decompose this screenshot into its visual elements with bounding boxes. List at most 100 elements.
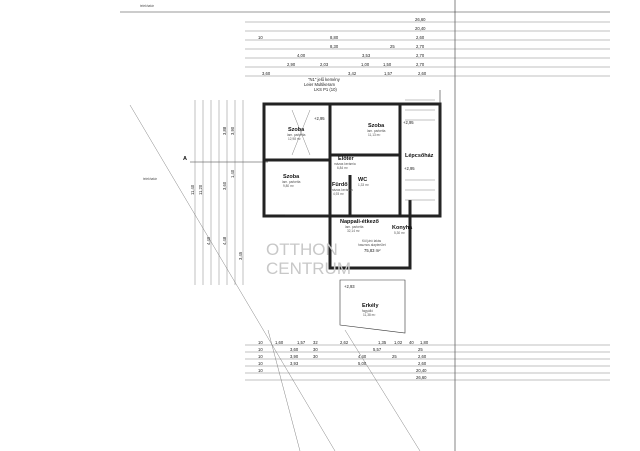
- dimension-label: 4,00: [297, 53, 306, 58]
- dimension-label: 3,60: [222, 181, 227, 190]
- dimension-label: 10: [258, 354, 263, 359]
- dimension-label: 1,35: [378, 340, 387, 345]
- dimension-label: 75,83 m²: [364, 248, 381, 253]
- dimension-label: 1,57: [384, 71, 393, 76]
- dimension-label: 2,60: [418, 361, 427, 366]
- dimension-label: 8,80: [330, 35, 339, 40]
- dimension-label: 3,88: [222, 126, 227, 135]
- dimension-label: 3,90: [230, 126, 235, 135]
- dimension-label: 40: [409, 340, 414, 345]
- left-dimensions: 11,40 11,20 3,88 3,90 3,60 1,40 4,40 4,4…: [190, 100, 244, 285]
- level-mark: +2,95: [314, 116, 325, 121]
- watermark: CENTRUM: [266, 259, 351, 278]
- dimension-label: 1,57: [297, 340, 306, 345]
- dimension-label: 10: [258, 361, 263, 366]
- dimension-label: 26,60: [415, 17, 426, 22]
- dimension-label: 1,60: [275, 340, 284, 345]
- dimension-label: 9,80 m²: [283, 184, 294, 188]
- dimension-label: 5,30 m²: [394, 231, 405, 235]
- wall-note: "N1" jelű kemény: [308, 77, 341, 82]
- dimension-label: 10: [258, 35, 263, 40]
- level-mark: +2,93: [344, 284, 355, 289]
- dimension-label: 11,38 m²: [363, 313, 375, 317]
- dimension-label: 3,45: [238, 251, 243, 260]
- dimension-label: 10: [258, 368, 263, 373]
- dimension-label: 2,60: [418, 71, 427, 76]
- dimension-label: 10: [258, 347, 263, 352]
- dimension-label: 2,62: [340, 340, 349, 345]
- section-marker: A: [183, 156, 187, 162]
- dimension-label: mázas kerámia: [331, 188, 353, 192]
- dimension-label: 1,00: [361, 62, 370, 67]
- dimension-label: 2,70: [416, 62, 425, 67]
- dimension-label: hasznos alapterület: [358, 243, 386, 247]
- dimension-label: 26,60: [416, 375, 427, 380]
- dimension-label: 10: [258, 340, 263, 345]
- dimension-label: Fürdő: [332, 182, 348, 188]
- dimension-label: Erkély: [362, 303, 379, 309]
- dimension-label: 2,90: [287, 62, 296, 67]
- dimension-label: 32: [313, 340, 318, 345]
- dimension-label: 2,60: [418, 354, 427, 359]
- dimension-label: 3,53: [362, 53, 371, 58]
- dimension-label: 11,13 m²: [368, 133, 380, 137]
- balcony-outline: [339, 279, 406, 334]
- dimension-label: 8,30: [330, 44, 339, 49]
- dimension-label: lam. parketta: [345, 225, 364, 229]
- room-label: WC1,33 m²: [358, 177, 369, 187]
- dimension-label: 1,02: [394, 340, 403, 345]
- dimension-label: Szoba: [283, 174, 300, 180]
- dimension-label: Szoba: [368, 123, 385, 129]
- dimension-label: mázas kerámia: [334, 162, 356, 166]
- dimension-label: 25: [392, 354, 397, 359]
- dimension-label: Lépcsőház: [405, 153, 434, 159]
- diagonal-line: [267, 329, 301, 451]
- watermark: OTTHON: [266, 240, 338, 259]
- dimension-label: 20,40: [416, 368, 427, 373]
- dimension-label: 1,80: [420, 340, 429, 345]
- property-line-diagonal: [129, 104, 336, 451]
- dimension-label: Konyha: [392, 225, 413, 231]
- wall-note: LKS P1 (10): [314, 87, 337, 92]
- dimension-label: lam. parketta: [367, 129, 386, 133]
- dimension-label: 4,93 m²: [333, 192, 344, 196]
- dimension-label: 1,40: [230, 169, 235, 178]
- dimension-label: 2,70: [416, 44, 425, 49]
- dimension-label: 3,60: [290, 347, 299, 352]
- dimension-label: 12,98 m²: [288, 137, 301, 141]
- dimension-label: fagyálló: [362, 309, 373, 313]
- dimension-label: lam. parketta: [282, 180, 301, 184]
- dimension-label: 2,03: [320, 62, 329, 67]
- dimension-label: 6,84 m²: [337, 166, 348, 170]
- dimension-label: 2,60: [416, 35, 425, 40]
- dimension-label: 4,48: [222, 236, 227, 245]
- diagonal-line: [344, 329, 421, 451]
- dimension-label: 25: [418, 347, 423, 352]
- dimension-label: 30: [313, 347, 318, 352]
- boundary-label: telekhatár: [140, 4, 155, 8]
- dimension-label: 5,57: [373, 347, 382, 352]
- dimension-label: 1,50: [383, 62, 392, 67]
- bottom-dimensions: 10 1,60 1,57 32 2,62 1,35 1,02 40 1,80 10 3,60 30 5…: [245, 340, 610, 381]
- level-mark: +2,95: [403, 120, 414, 125]
- dimension-label: Kül járó lakás: [362, 239, 382, 243]
- dimension-label: Szoba: [288, 127, 305, 133]
- dimension-label: 4,40: [206, 236, 211, 245]
- wall-note: Leier Multikeram: [304, 82, 335, 87]
- dimension-label: 1,33 m²: [358, 183, 369, 187]
- dimension-label: Előtér: [338, 156, 354, 162]
- walls: [262, 90, 442, 270]
- dimension-label: 3,90: [290, 354, 299, 359]
